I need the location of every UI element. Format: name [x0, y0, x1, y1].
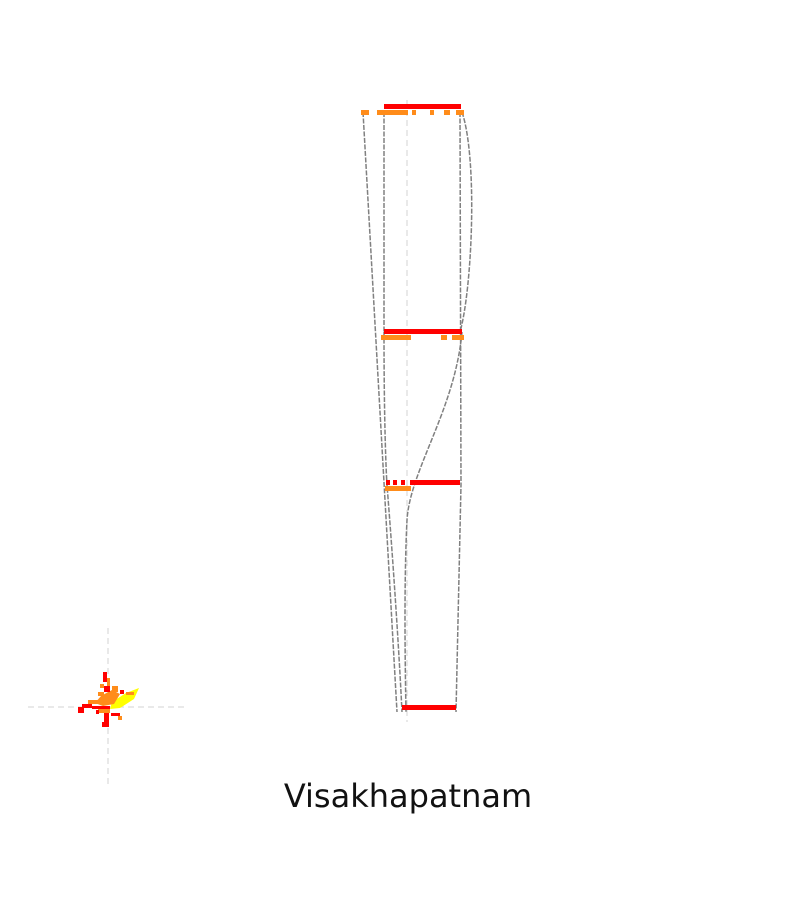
footprint-segment [126, 692, 134, 695]
level-3-primary-segment [401, 480, 405, 485]
footprint-segment [103, 672, 107, 682]
footprint-segment [78, 707, 84, 713]
level-2-bars [381, 329, 464, 340]
connector-right-swoop [404, 331, 463, 713]
footprint-segment [104, 686, 110, 692]
level-1-bars [361, 104, 464, 115]
level-2-secondary-segment [441, 335, 447, 340]
connector-right-top [459, 111, 473, 333]
level-1-primary-bar [384, 104, 461, 109]
footprint-segment [96, 710, 99, 714]
level-1-secondary-segment [444, 110, 450, 115]
level-3-bars [385, 480, 460, 491]
level-3-primary-segment [393, 480, 397, 485]
footprint-segment [111, 713, 120, 716]
level-4-bars [402, 705, 456, 710]
footprint-segment [92, 706, 110, 709]
level-3-primary-segment [386, 480, 390, 485]
footprint-segment [82, 704, 92, 708]
level-2-primary-bar [384, 329, 462, 334]
level-1-secondary-segment [412, 110, 416, 115]
level-2-secondary-segment [452, 335, 464, 340]
level-3-secondary-segment [385, 486, 411, 491]
footprint-segment [88, 700, 102, 704]
footprint-segment [98, 692, 104, 696]
connector-curves [362, 111, 473, 713]
footprint-segment [112, 686, 118, 692]
connector-right-straight [455, 111, 462, 713]
level-1-secondary-segment [377, 110, 408, 115]
level-3-primary-bar [410, 480, 460, 485]
footprint-segment [98, 709, 110, 713]
level-2-secondary-segment [381, 335, 411, 340]
level-1-secondary-segment [361, 110, 369, 115]
level-1-secondary-segment [430, 110, 434, 115]
level-1-secondary-segment [456, 110, 464, 115]
connector-outer-left [362, 111, 398, 713]
connector-left-lower [383, 331, 403, 713]
footprint-segment [104, 713, 109, 723]
footprint-segment [107, 678, 110, 686]
footprint-segment [120, 690, 124, 694]
footprint-segment [118, 716, 122, 720]
city-title: Visakhapatnam [283, 777, 533, 815]
city-footprint-glyph [78, 672, 139, 727]
footprint-segment [102, 722, 109, 727]
level-4-primary-bar [402, 705, 456, 710]
footprint-segment [100, 684, 104, 688]
